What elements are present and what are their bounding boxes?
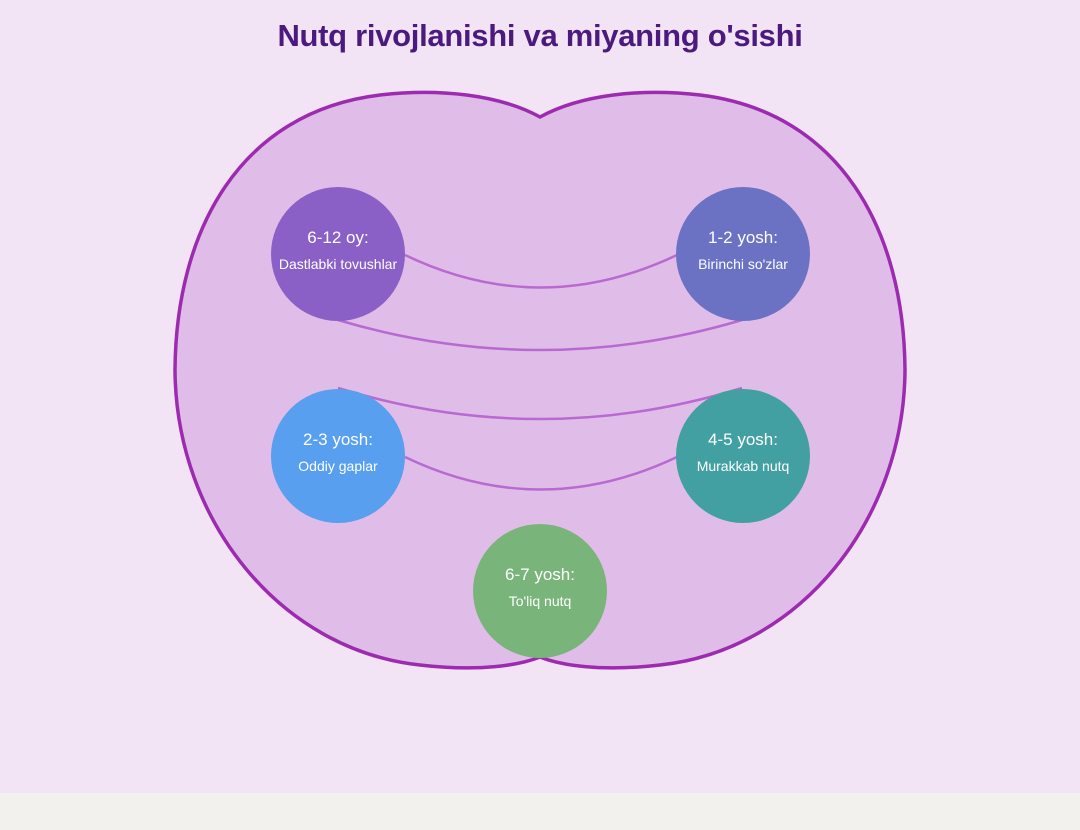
stage-label: Murakkab nutq <box>696 457 790 474</box>
stage-label: Oddiy gaplar <box>298 457 378 474</box>
connector-line <box>404 253 678 289</box>
connector-line <box>337 318 743 352</box>
diagram-canvas: Nutq rivojlanishi va miyaning o'sishi 6-… <box>0 0 1080 793</box>
stage-label: Dastlabki tovushlar <box>278 255 398 272</box>
connector-line <box>404 455 678 491</box>
stage-node-2-3-years: 2-3 yosh: Oddiy gaplar <box>271 389 405 523</box>
stage-label: Birinchi so'zlar <box>698 255 788 272</box>
stage-age: 2-3 yosh: <box>303 429 373 449</box>
diagram-title: Nutq rivojlanishi va miyaning o'sishi <box>277 18 803 53</box>
stage-age: 4-5 yosh: <box>708 429 778 449</box>
stage-node-6-12-months: 6-12 oy: Dastlabki tovushlar <box>271 187 405 321</box>
stage-node-1-2-years: 1-2 yosh: Birinchi so'zlar <box>676 187 810 321</box>
stage-label: To'liq nutq <box>508 592 572 609</box>
connector-line <box>337 386 743 421</box>
stage-node-4-5-years: 4-5 yosh: Murakkab nutq <box>676 389 810 523</box>
brain-outline-diagram <box>173 90 907 670</box>
stage-age: 1-2 yosh: <box>708 227 778 247</box>
stage-age: 6-12 oy: <box>307 227 369 247</box>
stage-node-6-7-years: 6-7 yosh: To'liq nutq <box>473 524 607 658</box>
stage-age: 6-7 yosh: <box>505 564 575 584</box>
